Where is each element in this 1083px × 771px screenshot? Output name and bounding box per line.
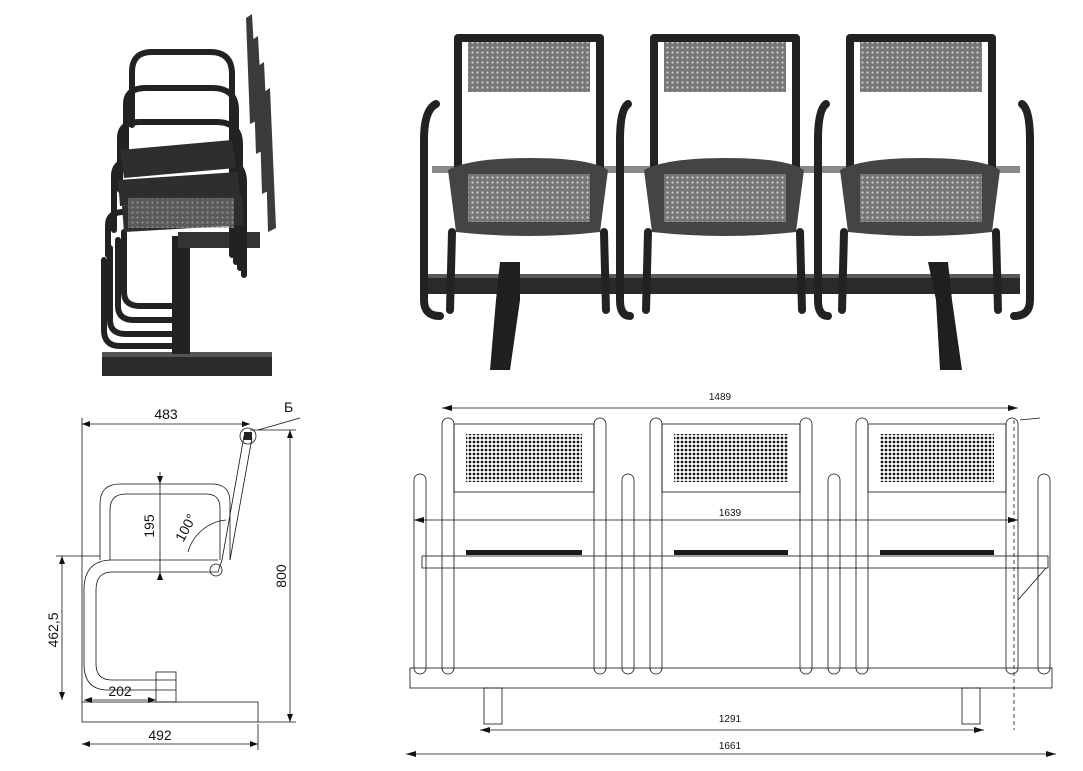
dim-back-angle: 100°: [172, 511, 200, 544]
back-perforation-3: [880, 434, 994, 482]
dim-top-width: 483: [154, 406, 178, 422]
dim-seat-span: 1489: [709, 392, 732, 403]
dim-overall-length: 1661: [719, 741, 742, 752]
dim-overall-height: 800: [273, 564, 289, 588]
side-elevation-drawing: 483 Б 195 100° 800 462,5 202 492: [45, 399, 301, 750]
side-perspective-view: [101, 14, 276, 376]
main-beam: [428, 274, 1020, 294]
chair-3: [838, 34, 1002, 314]
front-perspective-view: [420, 34, 1034, 370]
dim-arm-span: 1639: [719, 508, 742, 519]
back-perforation-1: [466, 434, 582, 482]
dim-seat-height: 462,5: [45, 612, 61, 647]
pedestal: [172, 236, 190, 354]
dim-leg-span: 1291: [719, 714, 742, 725]
chair-1: [446, 34, 610, 314]
front-base-beam: [409, 667, 1053, 689]
back-perforation-2: [674, 434, 788, 482]
chair-2: [642, 34, 806, 314]
base-plate: [81, 701, 259, 723]
dim-base-width: 492: [148, 727, 172, 743]
floor-legs: [490, 262, 962, 370]
dim-detail-label: Б: [284, 399, 293, 415]
dim-base-offset: 202: [108, 683, 132, 699]
dim-armrest-height: 195: [141, 514, 157, 538]
front-elevation-drawing: 1489 1639 1291 1661: [406, 392, 1056, 757]
